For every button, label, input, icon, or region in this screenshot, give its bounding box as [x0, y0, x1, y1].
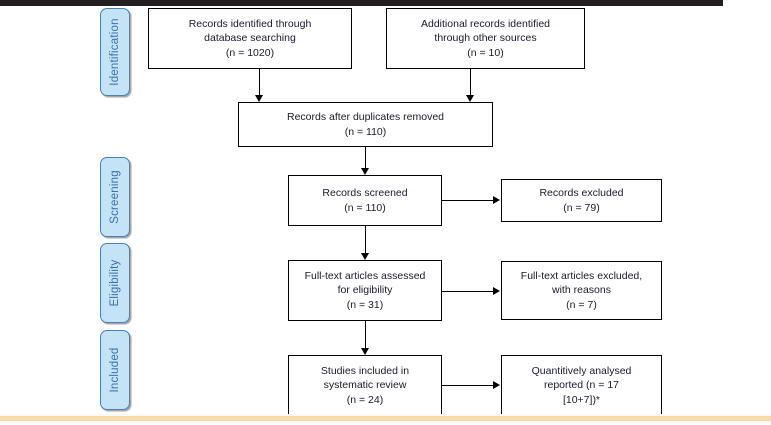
connector-identified-to-duplicates	[259, 69, 261, 96]
stage-tab-screening-label: Screening	[109, 170, 121, 224]
box-quantitatively-analysed: Quantitively analysed reported (n = 17 […	[501, 355, 662, 416]
stage-tab-eligibility-label: Eligibility	[109, 259, 121, 307]
connector-duplicates-to-screened	[365, 147, 367, 169]
box-additional-records-other-sources-text: Additional records identified through ot…	[421, 17, 550, 59]
box-records-screened: Records screened (n = 110)	[288, 175, 442, 226]
arrow-screened-to-fulltext	[361, 253, 369, 260]
connector-included-to-quantitative	[442, 385, 494, 387]
box-full-text-excluded: Full-text articles excluded, with reason…	[501, 261, 662, 320]
box-records-after-duplicates-removed-text: Records after duplicates removed (n = 11…	[287, 111, 444, 138]
box-records-excluded: Records excluded (n = 79)	[501, 179, 662, 222]
connector-additional-to-duplicates	[470, 69, 472, 96]
box-studies-included: Studies included in systematic review (n…	[288, 355, 442, 416]
box-quantitatively-analysed-text: Quantitively analysed reported (n = 17 […	[531, 364, 632, 406]
arrow-screened-to-excluded	[493, 196, 500, 204]
bottom-accent-rule	[0, 416, 771, 421]
arrow-included-to-quantitative	[493, 381, 500, 389]
stage-tab-eligibility: Eligibility	[100, 243, 130, 323]
connector-fulltext-to-included	[365, 321, 367, 349]
box-records-screened-text: Records screened (n = 110)	[322, 187, 408, 214]
arrow-additional-to-duplicates	[466, 95, 474, 102]
arrow-identified-to-duplicates	[255, 95, 263, 102]
box-full-text-assessed-text: Full-text articles assessed for eligibil…	[304, 269, 426, 311]
box-records-excluded-text: Records excluded (n = 79)	[539, 187, 624, 214]
box-full-text-excluded-text: Full-text articles excluded, with reason…	[520, 269, 643, 311]
arrow-fulltext-to-excluded	[493, 287, 500, 295]
stage-tab-screening: Screening	[100, 157, 130, 237]
box-records-after-duplicates-removed: Records after duplicates removed (n = 11…	[238, 102, 493, 147]
box-additional-records-other-sources: Additional records identified through ot…	[386, 8, 585, 69]
arrow-fulltext-to-included	[361, 348, 369, 355]
box-records-identified-database: Records identified through database sear…	[148, 8, 352, 69]
stage-tab-identification-label: Identification	[109, 18, 121, 86]
connector-screened-to-excluded	[442, 200, 494, 202]
box-studies-included-text: Studies included in systematic review (n…	[320, 364, 410, 406]
bottom-faint-rule	[0, 414, 771, 416]
connector-screened-to-fulltext	[365, 226, 367, 254]
box-full-text-assessed: Full-text articles assessed for eligibil…	[288, 260, 442, 321]
box-records-identified-database-text: Records identified through database sear…	[188, 17, 312, 59]
stage-tab-included-label: Included	[109, 347, 121, 393]
stage-tab-identification: Identification	[100, 8, 130, 96]
stage-tab-included: Included	[100, 330, 130, 410]
top-band-divider	[0, 0, 723, 6]
arrow-duplicates-to-screened	[361, 168, 369, 175]
connector-fulltext-to-excluded	[442, 291, 494, 293]
